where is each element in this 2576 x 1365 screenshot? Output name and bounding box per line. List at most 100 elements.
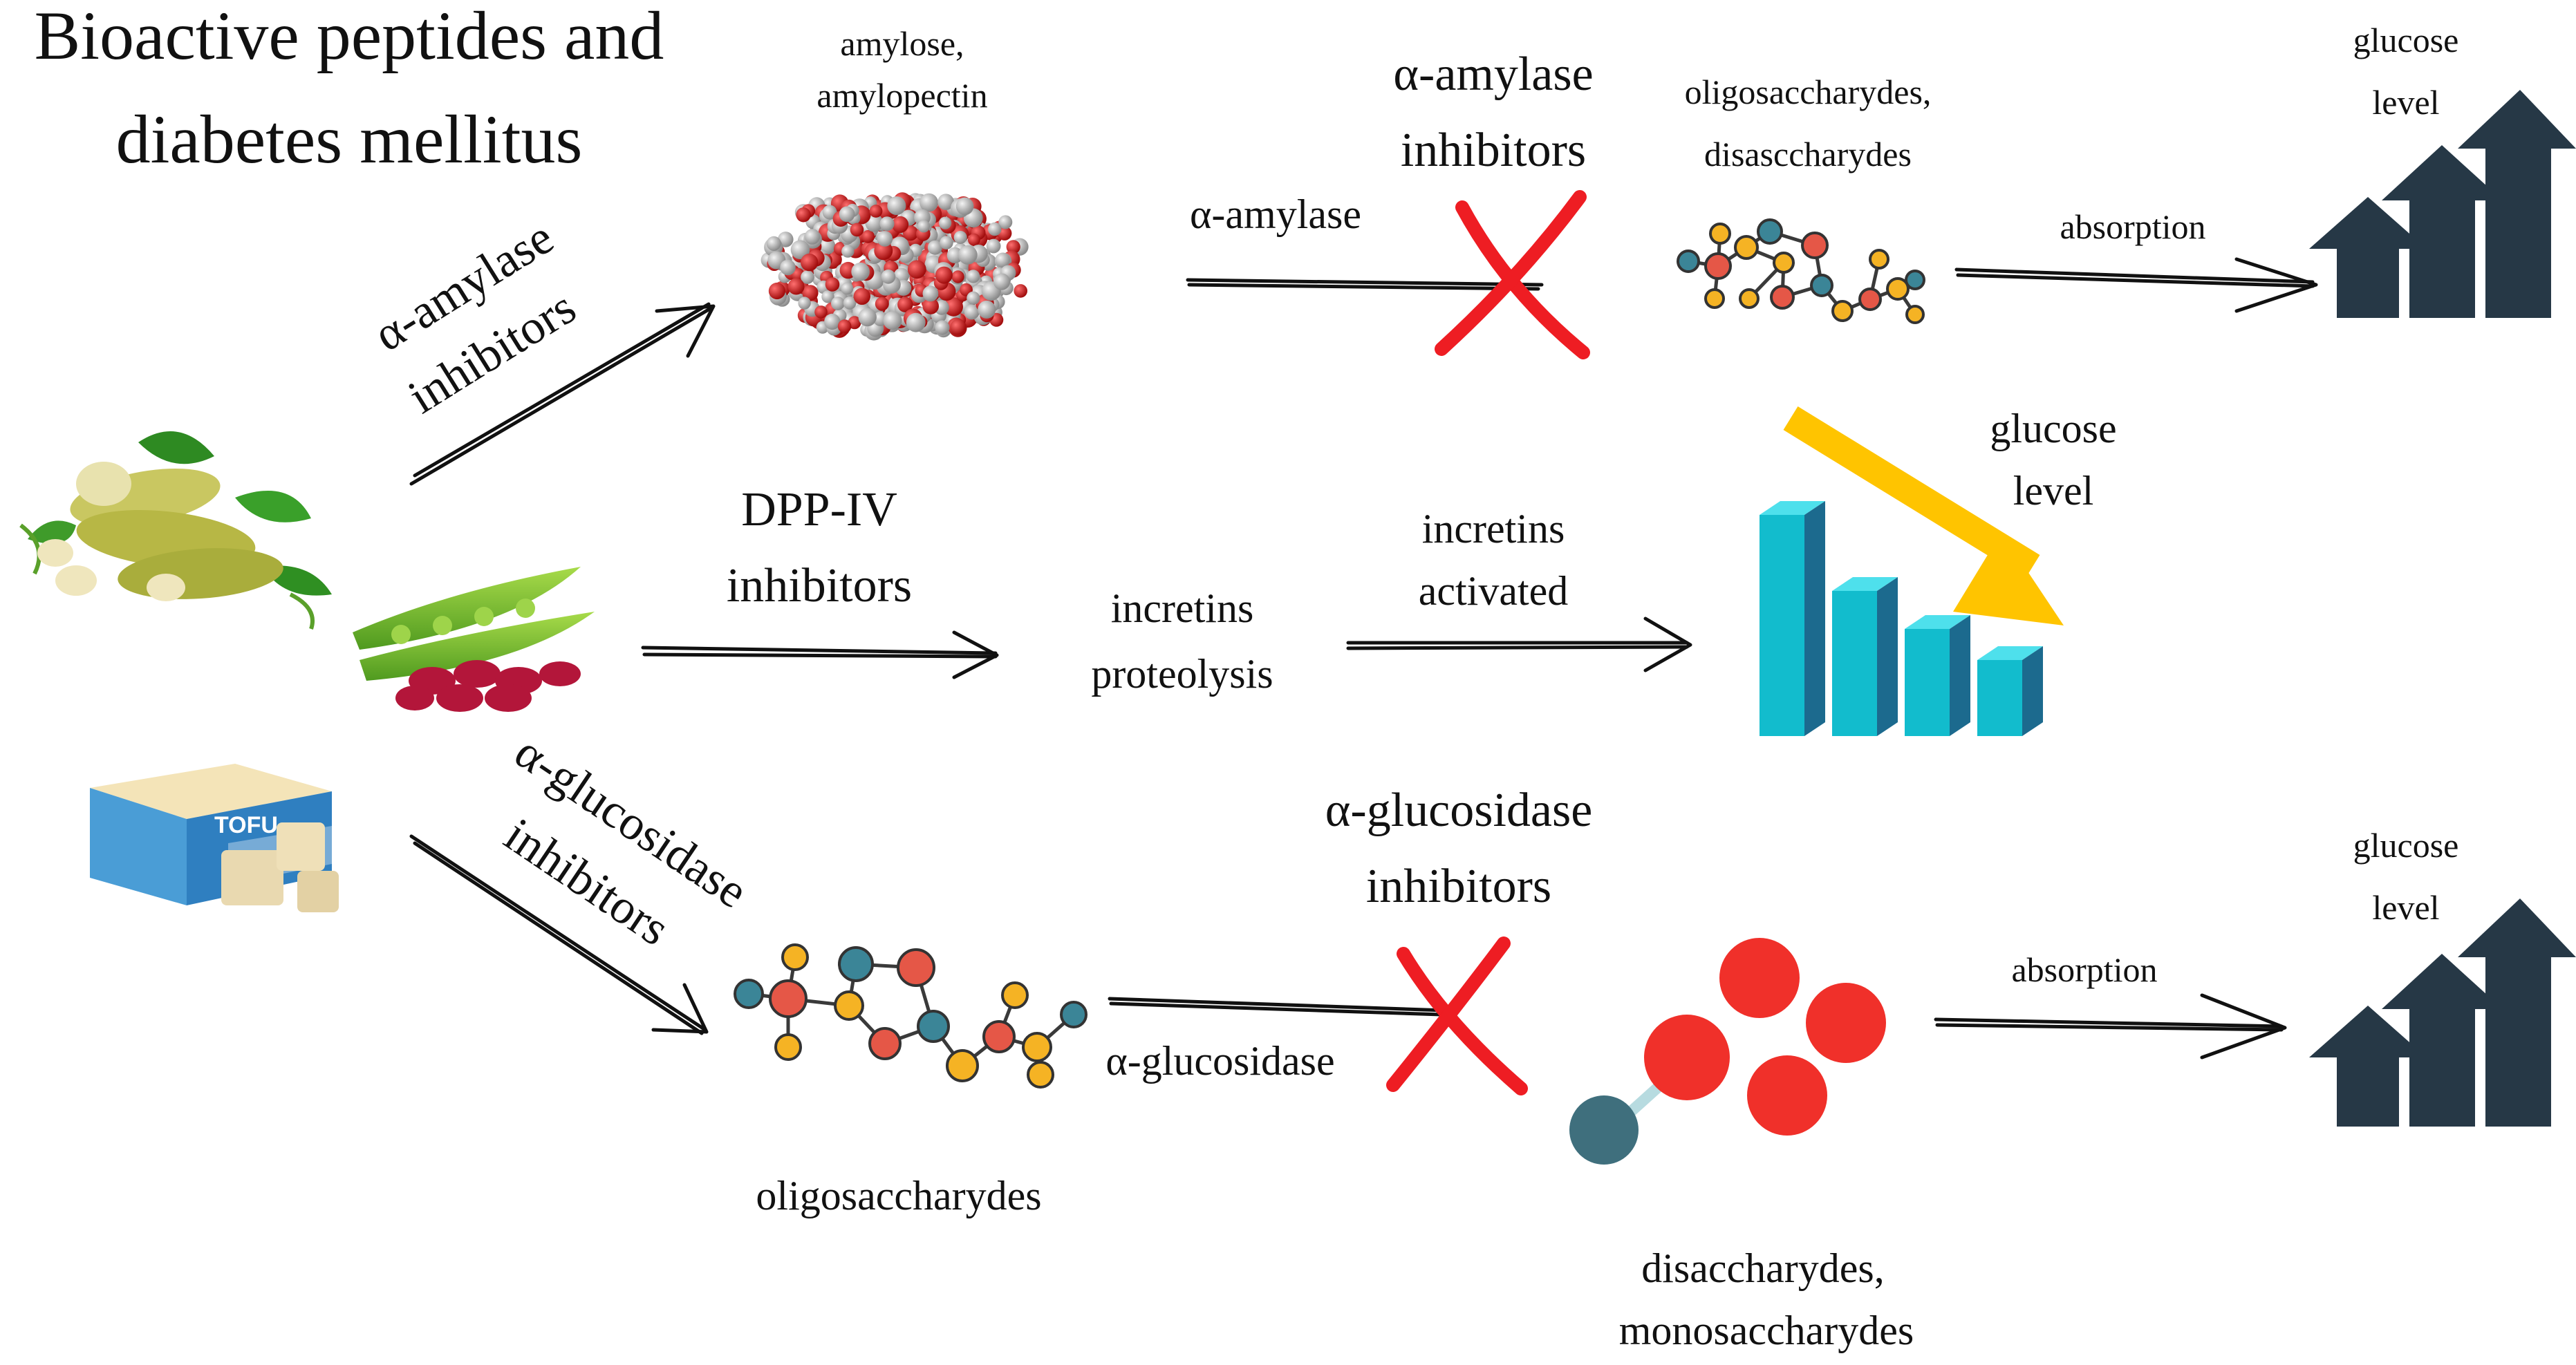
amylose-label-line-1: amylose, [840,24,964,63]
atom-sphere [922,285,939,302]
bottom-substrate-label: oligosaccharydes [756,1173,1041,1218]
atom-sphere [967,291,980,305]
bottom-result-line-1: glucose [2353,826,2459,865]
molecule-atom [897,948,935,987]
atom-sphere [1006,240,1020,254]
molecule-atom [734,979,764,1009]
molecule-atom [982,1020,1016,1053]
dpp-inhibitor-line-2: inhibitors [727,559,912,612]
molecule-atom [1709,223,1731,245]
atom-sphere [964,304,980,320]
molecule-atom [1027,1061,1054,1089]
atom-sphere [869,205,883,218]
arrow-absorption-bottom [1934,993,2287,1060]
molecule-atom [1831,300,1854,322]
atom-sphere [922,298,939,314]
title-line-1: Bioactive peptides and [35,0,664,74]
bottom-products-line-1: disaccharydes, [1641,1245,1885,1291]
atom-sphere [858,308,877,327]
molecule-atom [946,1049,979,1082]
incretins-activated-line-1: incretins [1422,506,1565,552]
atom-sphere [955,197,974,216]
top-result-line-2: level [2372,83,2439,122]
oligosaccharide-molecule-large-icon [734,943,1088,1089]
atom-sphere [822,205,837,220]
molecule-atom [1704,252,1732,280]
atom-sphere [998,215,1013,229]
molecule-atom [1801,232,1829,259]
atom-sphere [837,319,852,333]
atom-sphere [814,305,828,319]
block-cross-icon-bottom [1386,936,1528,1095]
atom-sphere [897,296,913,312]
atom-sphere [841,282,854,295]
soybean-illustration [19,431,332,630]
title-line-2: diabetes mellitus [116,101,583,178]
top-inhibitor-label: α-amylase inhibitors [365,211,585,424]
molecule-atom [1869,249,1889,270]
molecule-atom [1022,1032,1052,1062]
atom-sphere [874,241,893,261]
bottom-blocker-line-1: α-glucosidase [1325,784,1593,837]
atom-sphere [879,216,895,232]
atom-sphere [821,290,834,303]
incretins-proteolysis-line-2: proteolysis [1091,651,1273,697]
atom-sphere [877,231,893,247]
molecule-atom [838,946,874,982]
atom-sphere [892,216,909,233]
atom-sphere [950,319,966,335]
atom-sphere [843,296,857,310]
atom-sphere [824,313,841,330]
bottom-result-line-2: level [2372,888,2439,927]
amylose-molecule-image [760,192,1029,341]
molecule-atom [1905,305,1925,324]
atom-sphere [839,206,855,223]
molecule-atom [1060,1001,1088,1028]
atom-sphere [988,222,1002,236]
atom-sphere [766,236,781,251]
atom-sphere [804,229,821,245]
molecule-atom [1739,288,1760,309]
top-blocker-line-1: α-amylase [1393,48,1593,101]
atom-sphere [850,223,864,237]
mono-disaccharide-icon [1569,938,1886,1165]
atom-sphere [841,245,855,258]
atom-sphere [851,262,870,281]
bottom-products-line-2: monosaccharydes [1619,1308,1914,1353]
molecule-atom [1677,250,1700,273]
molecule-atom [1773,252,1795,274]
molecule-atom [1001,981,1029,1009]
atom-sphere [875,296,889,311]
arrow-incretins-activated [1346,616,1692,672]
molecule-atom [1886,277,1910,301]
molecule-atom [781,943,809,971]
atom-sphere [801,270,814,284]
atom-sphere [978,300,996,319]
top-absorption-label: absorption [2060,207,2205,246]
incretins-proteolysis-line-1: incretins [1111,585,1254,631]
atom-sphere [937,194,954,211]
atom-sphere [993,273,1011,290]
atom-sphere [825,277,840,292]
molecule-atom [868,1027,902,1060]
atom-sphere [790,240,810,260]
atom-sphere [935,320,950,335]
block-cross-icon [1435,190,1590,359]
atom-sphere [768,282,785,300]
arrow-absorption-top [1954,257,2318,313]
atom-sphere [995,252,1010,268]
glucose-down-bar-chart-icon [1760,406,2064,736]
bottom-absorption-label: absorption [2011,950,2157,989]
atom-sphere [798,296,811,310]
atom-sphere [940,236,953,250]
top-result-line-1: glucose [2353,21,2459,59]
molecule-atom [917,1010,950,1043]
atom-sphere [967,233,980,246]
amylose-label-line-2: amylopectin [816,76,987,115]
atom-sphere [927,240,942,255]
atom-sphere [920,193,938,212]
bean-pods-illustration [353,567,595,712]
atom-sphere [953,231,967,244]
atom-sphere [831,296,845,310]
arrow-food-to-incretins [641,630,999,679]
